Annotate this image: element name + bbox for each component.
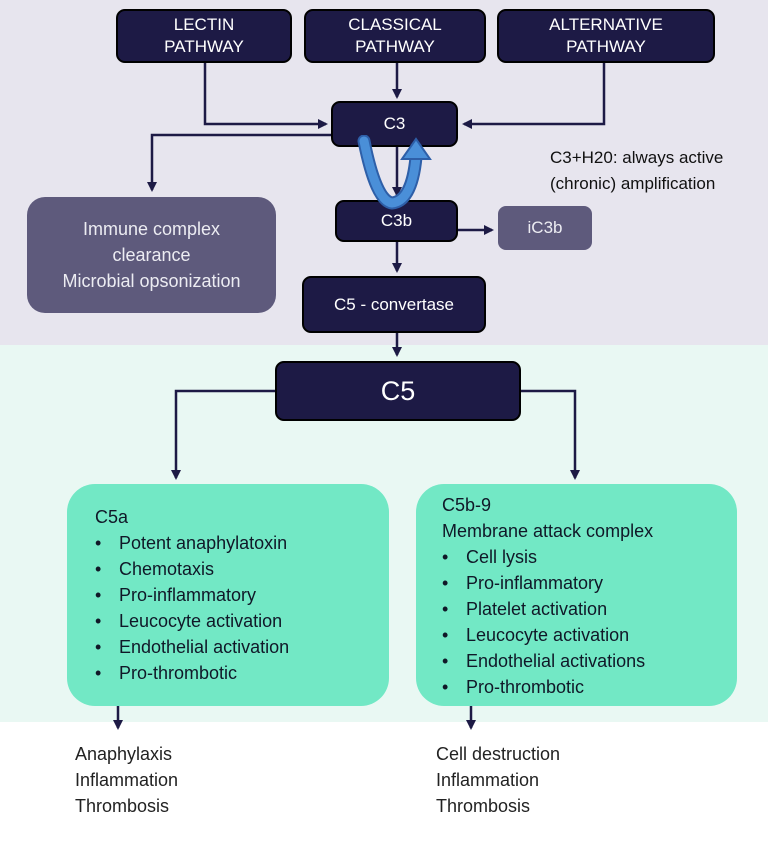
c5a-item: Pro-inflammatory (95, 582, 389, 608)
immune-line-1: Immune complex (82, 219, 221, 239)
lectin-line-1: LECTIN (173, 15, 235, 34)
classical-pathway-node: CLASSICAL PATHWAY (304, 9, 486, 63)
c5b9-item: Cell lysis (442, 544, 737, 570)
c5a-item: Potent anaphylatoxin (95, 530, 389, 556)
alternative-pathway-node: ALTERNATIVE PATHWAY (497, 9, 715, 63)
c5b9-list: Cell lysis Pro-inflammatory Platelet act… (442, 544, 737, 700)
c5a-title: C5a (95, 507, 129, 527)
c5b9-item: Leucocyte activation (442, 622, 737, 648)
bottom-band-background (0, 722, 768, 847)
amplification-note-line-2: (chronic) amplification (550, 174, 716, 193)
c5-label: C5 (380, 376, 416, 406)
c3-node: C3 (331, 101, 458, 147)
c5b9-item: Pro-thrombotic (442, 674, 737, 700)
outcome-left-line: Thrombosis (75, 796, 170, 816)
c3-label: C3 (383, 114, 406, 133)
c5-node: C5 (275, 361, 521, 421)
ic3b-node: iC3b (498, 206, 592, 250)
c5a-list: Potent anaphylatoxin Chemotaxis Pro-infl… (95, 530, 389, 686)
arrow-lectin-to-c3 (203, 63, 328, 129)
immune-line-2: clearance (112, 245, 191, 265)
immune-line-3: Microbial opsonization (62, 271, 241, 291)
c5b9-outcomes: Cell destruction Inflammation Thrombosis (436, 741, 560, 819)
lectin-pathway-node: LECTIN PATHWAY (116, 9, 292, 63)
c5b9-subtitle: Membrane attack complex (442, 521, 654, 541)
amplification-note: C3+H20: always active (chronic) amplific… (550, 145, 723, 197)
c5a-item: Endothelial activation (95, 634, 389, 660)
amplification-loop-arrow (357, 135, 432, 210)
c3b-label: C3b (380, 211, 413, 230)
immune-complex-box: Immune complex clearance Microbial opson… (27, 197, 276, 313)
arrow-c3-to-immune (147, 133, 332, 192)
ic3b-label: iC3b (527, 218, 563, 237)
c5a-item: Chemotaxis (95, 556, 389, 582)
alternative-line-1: ALTERNATIVE (549, 15, 663, 34)
outcome-left-line: Inflammation (75, 770, 179, 790)
c5b9-title: C5b-9 (442, 495, 492, 515)
c5b9-item: Endothelial activations (442, 648, 737, 674)
c5b9-box: C5b-9 Membrane attack complex Cell lysis… (416, 484, 737, 706)
c5a-box: C5a Potent anaphylatoxin Chemotaxis Pro-… (67, 484, 389, 706)
arrow-c5-to-c5b9 (521, 389, 580, 480)
arrow-c5-to-c5a (171, 389, 275, 480)
outcome-left-line: Anaphylaxis (75, 744, 173, 764)
c5b9-item: Platelet activation (442, 596, 737, 622)
amplification-note-line-1: C3+H20: always active (550, 148, 724, 167)
c5-convertase-node: C5 - convertase (302, 276, 486, 333)
c5a-item: Leucocyte activation (95, 608, 389, 634)
arrow-alternative-to-c3 (462, 63, 606, 129)
alternative-line-2: PATHWAY (566, 37, 646, 56)
c5a-item: Pro-thrombotic (95, 660, 389, 686)
outcome-right-line: Cell destruction (436, 744, 561, 764)
outcome-right-line: Inflammation (436, 770, 540, 790)
outcome-right-line: Thrombosis (436, 796, 531, 816)
c5-convertase-label: C5 - convertase (334, 294, 454, 314)
c5a-outcomes: Anaphylaxis Inflammation Thrombosis (75, 741, 178, 819)
lectin-line-2: PATHWAY (164, 37, 244, 56)
classical-line-1: CLASSICAL (348, 15, 442, 34)
classical-line-2: PATHWAY (355, 37, 435, 56)
c5b9-item: Pro-inflammatory (442, 570, 737, 596)
